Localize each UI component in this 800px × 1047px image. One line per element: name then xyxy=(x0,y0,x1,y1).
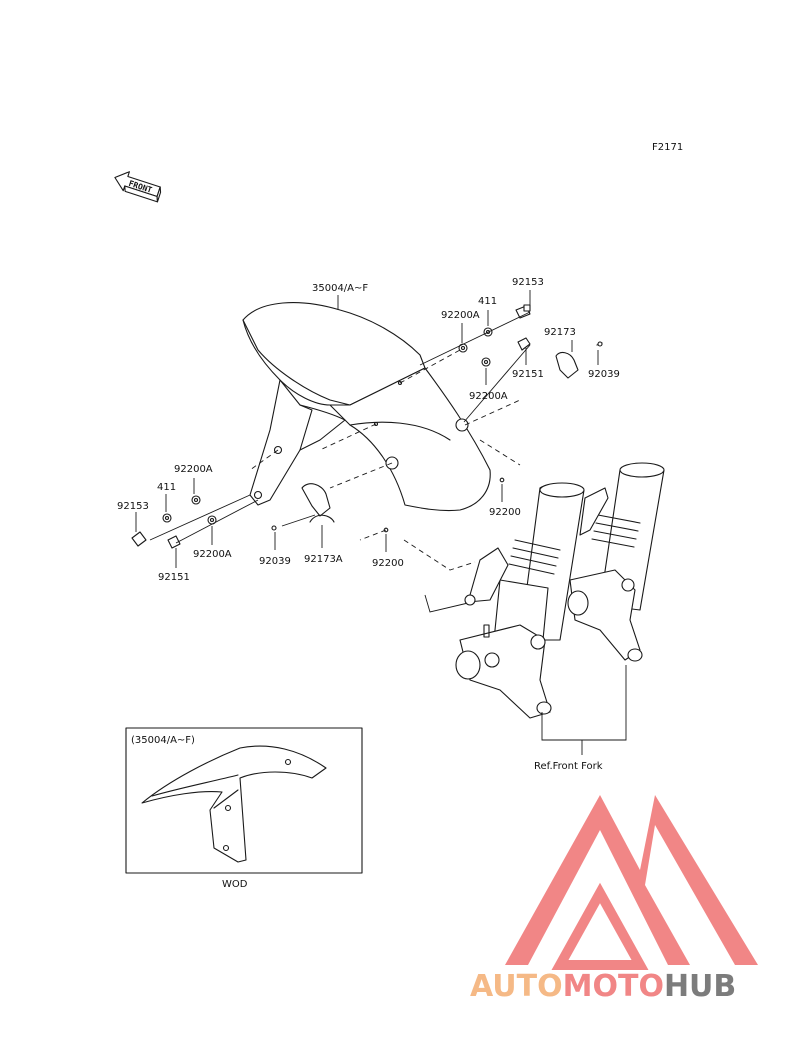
label-fork-reference: Ref.Front Fork xyxy=(534,761,603,772)
label-washer-top: 92200A xyxy=(441,310,480,321)
variant-inset: (35004/A~F) WOD xyxy=(125,727,363,890)
inset-title: (35004/A~F) xyxy=(131,735,195,746)
svg-text:AUTOMOTOHUB: AUTOMOTOHUB xyxy=(470,969,736,1004)
label-bolt-top: 92153 xyxy=(512,277,544,288)
label-bolt-left: 92153 xyxy=(117,501,149,512)
front-fender xyxy=(242,302,491,512)
label-fender: 35004/A~F xyxy=(312,283,368,294)
label-bolt-left-2: 92151 xyxy=(158,572,190,583)
label-washer-left-2: 92200A xyxy=(193,549,232,560)
label-screw-top: 92039 xyxy=(588,369,620,380)
front-direction-arrow-icon: FRONT xyxy=(114,171,162,203)
label-washer-left: 92200A xyxy=(174,464,213,475)
label-screw-left: 92039 xyxy=(259,556,291,567)
watermark-hub: HUB xyxy=(664,969,736,1004)
watermark-auto: AUTO xyxy=(470,969,563,1004)
watermark-moto: MOTO xyxy=(563,969,664,1004)
front-fork-left xyxy=(455,482,585,719)
fasteners-top xyxy=(458,304,603,483)
label-bolt-top-2: 92151 xyxy=(512,369,544,380)
label-clamp-left: 92173A xyxy=(304,554,343,565)
label-nut-center: 92200 xyxy=(372,558,404,569)
figure-code: F2171 xyxy=(652,142,683,153)
label-washer-top-2: 92200A xyxy=(469,391,508,402)
watermark-logo: AUTOMOTOHUB xyxy=(470,795,758,1004)
inset-caption: WOD xyxy=(222,879,248,890)
label-clamp-top: 92173 xyxy=(544,327,576,338)
front-fork-right xyxy=(567,462,665,662)
label-collar-top: 411 xyxy=(478,296,497,307)
label-collar-left: 411 xyxy=(157,482,176,493)
label-nut-right: 92200 xyxy=(489,507,521,518)
